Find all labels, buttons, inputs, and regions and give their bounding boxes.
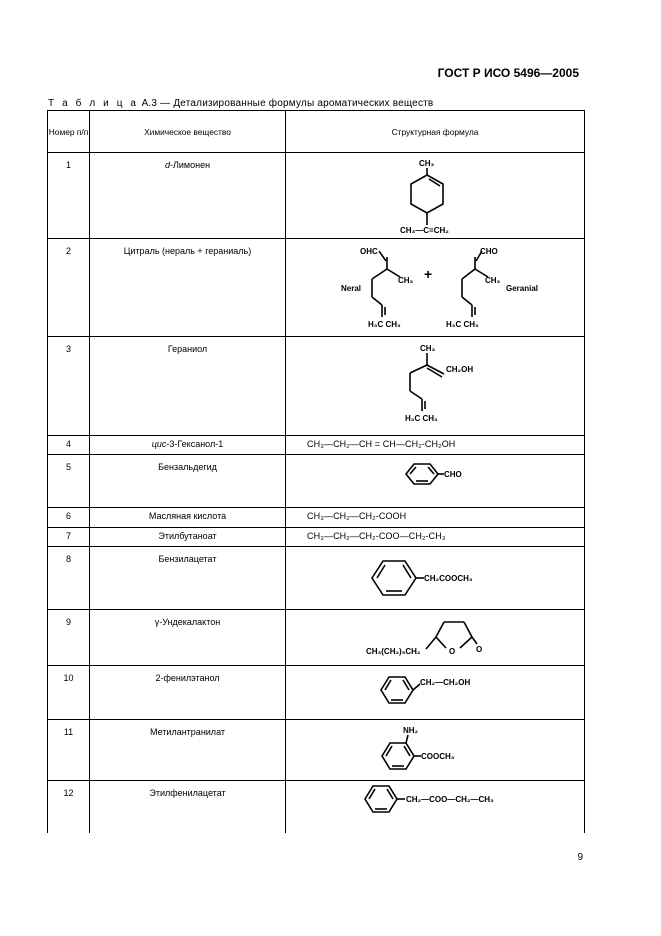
structure-geraniol: CH₃ CH₂OH H₃C CH₃ [285,336,585,436]
row-name: Бензальдегид [89,454,286,508]
label-keto-o: O [476,645,482,654]
table-row: 8 Бензилацетат CH₂COOCH₃ [47,546,585,610]
name-prefix: d [164,160,170,170]
row-num: 9 [47,609,90,666]
row-name: d-Лимонен [89,152,286,239]
label-cho: CHO [444,470,462,479]
row-name: Гераниол [89,336,286,436]
label-bottom-left: H₃C CH₃ [368,320,401,329]
col-header-num: Номер п/п [47,110,90,153]
row-name: Этилбутаноат [89,527,286,547]
row-name: γ-Ундекалактон [89,609,286,666]
label-bottom: CH₃—C=CH₂ [400,226,449,235]
label-ch3-left: CH₃ [398,276,414,285]
structure-phenylethanol: CH₂—CH₂OH [285,665,585,720]
row-num: 11 [47,719,90,781]
label-top: CH₃ [420,344,436,353]
structure-methyl-anthranilate: NH₂ COOCH₃ [285,719,585,781]
row-num: 5 [47,454,90,508]
col-header-formula: Структурная формула [285,110,585,153]
row-name: Масляная кислота [89,507,286,528]
formula-text: CH₃—CH₂—CH₂-COO—CH₂-CH₃ [285,527,585,547]
row-name: 2-фенилэтанол [89,665,286,720]
label-bottom: H₃C CH₃ [405,414,438,423]
row-name: Цитраль (нераль + гераниаль) [89,238,286,337]
table-row: 4 цис-3-Гексанол-1 CH₃—CH₂—CH = CH—CH₂-C… [47,435,585,455]
caption-title: А.3 — Детализированные формулы ароматиче… [141,98,434,109]
structure-benzyl-acetate: CH₂COOCH₃ [285,546,585,610]
label-top: CH₃ [419,159,435,168]
row-num: 12 [47,780,90,833]
row-name: цис-3-Гексанол-1 [89,435,286,455]
formula-table: Номер п/п Химическое вещество Структурна… [47,110,585,833]
structure-undecalactone: CH₃(CH₂)₅CH₂ O O [285,609,585,666]
label-ch2oh: CH₂OH [446,365,473,374]
table-row: 10 2-фенилэтанол CH₂—CH₂OH [47,665,585,720]
row-num: 3 [47,336,90,436]
table-row: 6 Масляная кислота CH₃—CH₂—CH₂-COOH [47,507,585,528]
structure-citral: OHC CH₃ Neral + CHO CH₃ Geranial H₃C CH₃… [285,238,585,337]
table-header-row: Номер п/п Химическое вещество Структурна… [47,110,585,153]
row-num: 10 [47,665,90,720]
row-num: 4 [47,435,90,455]
label-ring-o: O [449,647,455,656]
table-row: 5 Бензальдегид CHO [47,454,585,508]
label-nh2: NH₂ [403,726,419,735]
name-prefix: цис [151,439,167,449]
label-geranial: Geranial [506,284,538,293]
row-num: 8 [47,546,90,610]
label-ester: CH₂—COO—CH₂—CH₃ [406,795,494,804]
label-ch2cooch3: CH₂COOCH₃ [424,574,473,583]
label-neral: Neral [341,284,361,293]
row-num: 2 [47,238,90,337]
label-ch2ch2oh: CH₂—CH₂OH [420,678,470,687]
table-row: 11 Метилантранилат NH₂ COOCH₃ [47,719,585,781]
label-ch3-right: CH₃ [485,276,501,285]
row-num: 7 [47,527,90,547]
table-row: 7 Этилбутаноат CH₃—CH₂—CH₂-COO—CH₂-CH₃ [47,527,585,547]
formula-text: CH₃—CH₂—CH₂-COOH [285,507,585,528]
label-bottom-right: H₃C CH₃ [446,320,479,329]
table-row: 9 γ-Ундекалактон CH₃(CH₂)₅CH₂ O O [47,609,585,666]
row-num: 1 [47,152,90,239]
row-name: Метилантранилат [89,719,286,781]
structure-benzaldehyde: CHO [285,454,585,508]
standard-number: ГОСТ Р ИСО 5496—2005 [437,66,579,80]
label-cho: CHO [480,247,498,256]
label-chain: CH₃(CH₂)₅CH₂ [366,647,421,656]
label-ohc: OHC [360,247,378,256]
structure-limonene: CH₃ CH₃—C=CH₂ [285,152,585,239]
structure-ethyl-phenylacetate: CH₂—COO—CH₂—CH₃ [285,780,585,833]
table-row: 12 Этилфенилацетат CH₂—COO—CH₂—CH₃ [47,780,585,833]
table-caption: Т а б л и ц а А.3 — Детализированные фор… [48,98,433,109]
table-row: 2 Цитраль (нераль + гераниаль) [47,238,585,337]
row-name: Бензилацетат [89,546,286,610]
name-text: -Лимонен [169,160,211,170]
col-header-name: Химическое вещество [89,110,286,153]
label-cooch3: COOCH₃ [421,752,455,761]
caption-label: Т а б л и ц а [48,98,139,109]
page-number: 9 [577,852,583,863]
row-name: Этилфенилацетат [89,780,286,833]
table-row: 1 d-Лимонен CH₃ CH₃—C=CH₂ [47,152,585,239]
table-row: 3 Гераниол CH₃ CH₂OH H₃C CH₃ [47,336,585,436]
formula-text: CH₃—CH₂—CH = CH—CH₂-CH₂OH [285,435,585,455]
row-num: 6 [47,507,90,528]
plus-sign: + [424,266,432,282]
name-text: -3-Гексанол-1 [166,439,224,449]
